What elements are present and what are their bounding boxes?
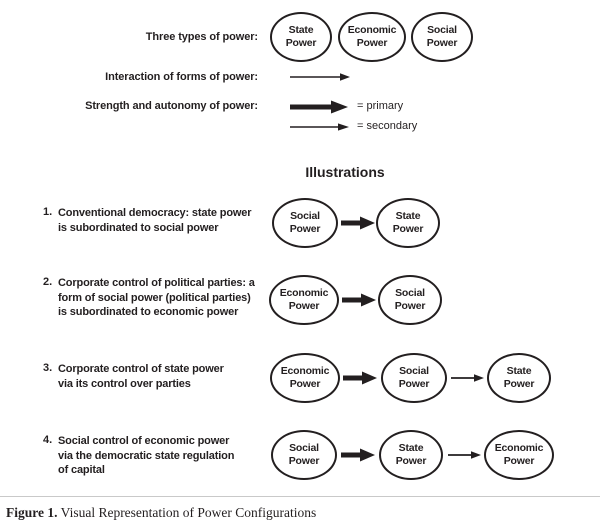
oval-line-2: Power: [503, 378, 535, 390]
list-item-line: via its control over parties: [58, 377, 191, 390]
figure-caption: Figure 1. Visual Representation of Power…: [6, 505, 316, 521]
oval-line-1: Social: [427, 24, 457, 36]
key-arrow-interaction-icon: [290, 73, 350, 81]
list-item-text: Corporate control of political parties: …: [58, 276, 268, 320]
oval-line-1: Economic: [494, 442, 544, 454]
oval-line-2: Power: [356, 37, 388, 49]
figure-caption-text: Visual Representation of Power Configura…: [57, 505, 317, 520]
diagram-node-4-2: State Power: [379, 430, 443, 480]
diagram-node-4-3: Economic Power: [484, 430, 554, 480]
oval-line-1: State: [288, 24, 314, 36]
caption-divider: [0, 496, 600, 497]
oval-line-1: Social: [395, 287, 425, 299]
key-oval-social-power: Social Power: [411, 12, 473, 62]
oval-line-1: State: [395, 210, 421, 222]
key-label-interaction: Interaction of forms of power:: [105, 71, 258, 83]
oval-line-2: Power: [288, 455, 320, 467]
key-oval-economic-power: Economic Power: [338, 12, 406, 62]
list-item-line: Conventional democracy: state power: [58, 207, 252, 219]
list-item-number: 3.: [43, 362, 53, 374]
diagram-node-2-1: Economic Power: [269, 275, 339, 325]
list-item-text: Conventional democracy: state power is s…: [58, 206, 263, 235]
key-primary-label: = primary: [357, 100, 404, 112]
diagram-node-2-2: Social Power: [378, 275, 442, 325]
oval-line-2: Power: [285, 37, 317, 49]
oval-line-2: Power: [392, 223, 424, 235]
diagram-arrow-secondary-icon: [448, 451, 481, 459]
oval-line-1: Economic: [279, 287, 329, 299]
oval-line-1: Social: [399, 365, 429, 377]
diagram-node-3-2: Social Power: [381, 353, 447, 403]
oval-line-1: Social: [290, 210, 320, 222]
list-item-number: 2.: [43, 276, 53, 288]
oval-line-2: Power: [394, 300, 426, 312]
figure-caption-label: Figure 1.: [6, 505, 58, 520]
oval-line-2: Power: [288, 300, 320, 312]
list-item-text: Social control of economic power via the…: [58, 434, 270, 478]
oval-line-1: Economic: [280, 365, 330, 377]
list-item-line: Corporate control of political parties: …: [58, 277, 255, 289]
diagram-arrow-primary-icon: [341, 448, 375, 462]
list-item-line: is subordinated to economic power: [58, 306, 239, 318]
list-item-number: 4.: [43, 434, 53, 446]
list-item-text: Corporate control of state power via its…: [58, 362, 263, 391]
list-item-line: Social control of economic power: [58, 435, 230, 447]
diagram-node-3-3: State Power: [487, 353, 551, 403]
key-label-three-types: Three types of power:: [145, 31, 258, 43]
diagram-arrow-primary-icon: [341, 216, 375, 230]
oval-line-1: State: [506, 365, 532, 377]
diagram-node-3-1: Economic Power: [270, 353, 340, 403]
key-arrow-secondary-icon: [290, 123, 349, 131]
diagram-arrow-primary-icon: [343, 371, 377, 385]
diagram-arrow-primary-icon: [342, 293, 376, 307]
list-item-line: is subordinated to social power: [58, 221, 219, 234]
diagram-node-1-2: State Power: [376, 198, 440, 248]
diagram-arrow-secondary-icon: [451, 374, 484, 382]
oval-line-1: State: [398, 442, 424, 454]
key-label-strength: Strength and autonomy of power:: [85, 100, 258, 112]
diagram-node-1-1: Social Power: [272, 198, 338, 248]
oval-line-2: Power: [503, 455, 535, 467]
oval-line-1: Social: [289, 442, 319, 454]
oval-line-2: Power: [395, 455, 427, 467]
key-oval-state-power: State Power: [270, 12, 332, 62]
illustrations-heading: Illustrations: [305, 164, 385, 180]
list-item-line: of capital: [58, 464, 105, 476]
diagram-node-4-1: Social Power: [271, 430, 337, 480]
oval-line-1: Economic: [347, 24, 397, 36]
list-item-line: form of social power (political parties): [58, 291, 251, 304]
list-item-number: 1.: [43, 206, 53, 218]
oval-line-2: Power: [289, 223, 321, 235]
oval-line-2: Power: [289, 378, 321, 390]
list-item-line: Corporate control of state power: [58, 363, 224, 375]
oval-line-2: Power: [398, 378, 430, 390]
oval-line-2: Power: [426, 37, 458, 49]
key-secondary-label: = secondary: [357, 120, 418, 132]
key-arrow-primary-icon: [290, 100, 348, 114]
list-item-line: via the democratic state regulation: [58, 449, 235, 462]
